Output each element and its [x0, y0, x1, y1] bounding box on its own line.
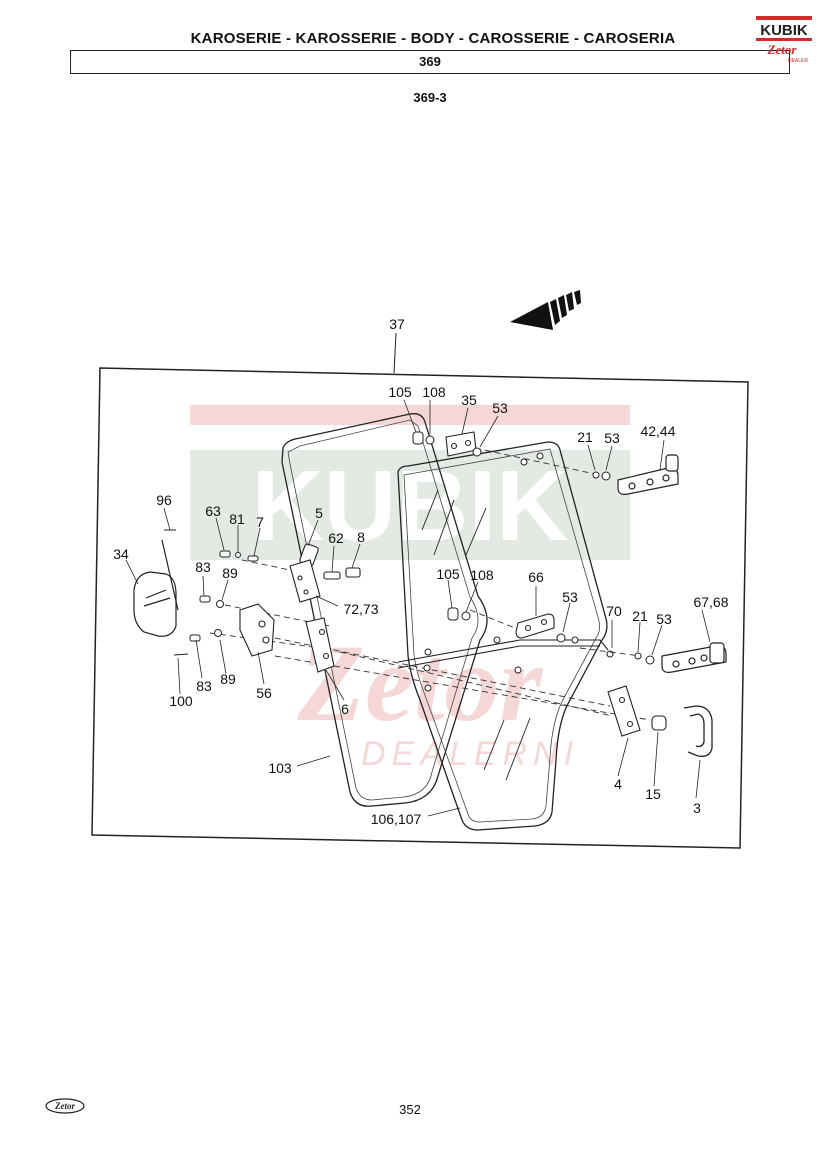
assembly-lines	[209, 447, 651, 721]
callout-53-hinge-lower: 53	[656, 611, 672, 627]
handle-3	[683, 705, 713, 757]
callout-37: 37	[389, 316, 405, 332]
section-box	[70, 50, 790, 74]
callout-53-mid: 53	[562, 589, 578, 605]
callout-105-top: 105	[388, 384, 412, 400]
watermark-kubik-text: KUBIK	[252, 450, 569, 562]
callout-108-mid: 108	[470, 567, 494, 583]
callout-89-lower: 89	[220, 671, 236, 687]
glass-reflection-marks	[421, 489, 531, 781]
callout-67-68: 67,68	[693, 594, 728, 610]
bracket-66	[515, 613, 555, 639]
bracket-4	[607, 685, 641, 737]
footer-logo-text: Zetor	[54, 1101, 75, 1111]
bracket-35	[445, 431, 477, 457]
handle-5	[289, 543, 361, 603]
callout-70: 70	[606, 603, 622, 619]
callout-5: 5	[315, 505, 323, 521]
subsection-number: 369-3	[413, 90, 447, 105]
section-number: 369	[419, 54, 441, 69]
door-seal	[281, 413, 488, 807]
callout-35: 35	[461, 392, 477, 408]
callout-6: 6	[341, 701, 349, 717]
callout-100: 100	[169, 693, 193, 709]
callout-62: 62	[328, 530, 344, 546]
page-number: 352	[399, 1102, 421, 1117]
callout-81: 81	[229, 511, 245, 527]
callout-103: 103	[268, 760, 292, 776]
logo-kubik-text: KUBIK	[760, 22, 808, 39]
latch-56	[239, 603, 275, 657]
door-seal-inner	[287, 419, 479, 801]
striker-6	[305, 617, 335, 673]
callout-66: 66	[528, 569, 544, 585]
callout-105-mid: 105	[436, 566, 460, 582]
zetor-footer-logo: Zetor	[45, 1098, 85, 1114]
callout-83-lower: 83	[196, 678, 212, 694]
logo-dealer-text: DEALER	[788, 58, 808, 64]
callout-34: 34	[113, 546, 129, 562]
glass-pane-inner	[403, 448, 600, 823]
callout-106-107: 106,107	[371, 811, 422, 827]
logo-zetor-text: Zetor	[767, 42, 798, 57]
callout-15: 15	[645, 786, 661, 802]
callout-21-lower: 21	[632, 608, 648, 624]
watermark: KUBIK Zetor DEALERNI	[190, 405, 630, 773]
callout-8: 8	[357, 529, 365, 545]
callout-89-left: 89	[222, 565, 238, 581]
bushing-15	[651, 715, 667, 731]
glass-pane	[397, 441, 608, 831]
callout-96: 96	[156, 492, 172, 508]
callout-83-left: 83	[195, 559, 211, 575]
callout-72-73: 72,73	[343, 601, 378, 617]
callout-53-hinge-top: 53	[604, 430, 620, 446]
callout-53-top: 53	[492, 400, 508, 416]
direction-arrow-icon	[510, 290, 581, 330]
hinge-lower	[661, 642, 727, 673]
callout-56: 56	[256, 685, 272, 701]
diagram-frame	[91, 367, 749, 849]
leader-37	[393, 332, 397, 374]
callout-7: 7	[256, 514, 264, 530]
kubik-zetor-logo: KUBIK Zetor DEALER	[756, 16, 812, 64]
hinge-upper	[617, 454, 679, 495]
hardware-fasteners	[164, 431, 655, 692]
callout-3: 3	[693, 800, 701, 816]
header-title: KAROSERIE - KAROSSERIE - BODY - CAROSSER…	[190, 30, 676, 47]
callout-4: 4	[614, 776, 622, 792]
callout-42-44: 42,44	[640, 423, 675, 439]
leader-lines	[125, 399, 711, 817]
watermark-dealer-text: DEALERNI	[361, 735, 579, 773]
callout-108-top: 108	[422, 384, 446, 400]
callout-21-top: 21	[577, 429, 593, 445]
callout-63: 63	[205, 503, 221, 519]
cover-34	[133, 539, 179, 637]
